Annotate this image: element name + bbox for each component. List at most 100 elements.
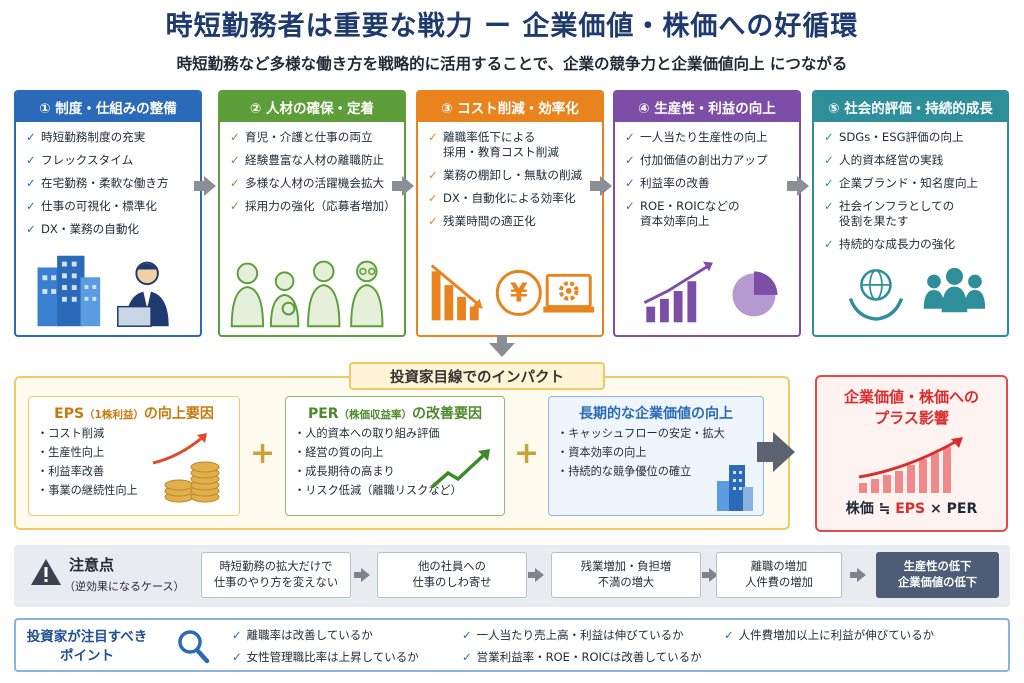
- per-title-small: （株価収益率）: [338, 409, 413, 421]
- arrow-down-icon: [489, 335, 515, 357]
- page-title: 時短勤務者は重要な戦力 ー 企業価値・株価への好循環: [165, 11, 859, 42]
- list-item: ・利益率改善: [37, 465, 105, 478]
- list-item: 在宅勤務・柔軟な働き方: [26, 176, 192, 191]
- eps-box: EPS（1株利益）の向上要因 ・コスト削減 ・生産性向上 ・利益率改善 ・事業の…: [28, 396, 240, 516]
- arrow-right-icon: [702, 568, 718, 582]
- plus-sign: +: [250, 436, 276, 471]
- result-box: 企業価値・株価へのプラス影響 株価 ≒ EPS × PER: [815, 375, 1008, 532]
- page-subtitle: 時短勤務など多様な働き方を戦略的に活用することで、企業の競争力と企業価値向上 に…: [176, 55, 848, 73]
- warning-icon: [31, 559, 61, 585]
- long-term-heading: 長期的な企業価値の向上: [579, 406, 733, 422]
- formula-per: PER: [946, 501, 978, 517]
- list-item: ・経営の質の向上: [294, 446, 384, 459]
- office-building-and-worker-icon: [37, 255, 169, 327]
- arrow-right-icon: [528, 568, 544, 582]
- column-heading: ① 制度・仕組みの整備: [16, 92, 200, 122]
- arrow-right-icon: [590, 176, 612, 196]
- investor-title: 投資家が注目すべきポイント: [22, 628, 152, 666]
- list-item: 人的資本経営の実践: [824, 153, 999, 168]
- caution-heading: 注意点 （逆効果になるケース）: [14, 545, 192, 607]
- list-item: DX・自動化による効率化: [428, 191, 594, 206]
- formula-times: ×: [930, 501, 942, 517]
- arrow-right-icon: [354, 568, 370, 582]
- column-social: ⑤ 社会的評価・持続的成長 SDGs・ESG評価の向上 人的資本経営の実践 企業…: [812, 90, 1009, 337]
- list-item: ・事業の継続性向上: [37, 484, 138, 497]
- arrow-right-icon: [787, 176, 809, 196]
- formula-approx: ≒: [878, 501, 891, 517]
- city-buildings-icon: [717, 465, 753, 511]
- caution-step: 他の社員への 仕事のしわ寄せ: [377, 552, 527, 598]
- eps-title-suffix: の向上要因: [143, 406, 214, 422]
- trend-up-icon: [430, 449, 490, 489]
- column-cost: ③ コスト削減・効率化 離職率低下による 採用・教育コスト削減 業務の棚卸し・無…: [416, 90, 604, 337]
- column-heading: ④ 生産性・利益の向上: [615, 92, 799, 122]
- check-item: 一人当たり売上高・利益は伸びているか: [462, 627, 684, 643]
- list-item: 利益率の改善: [625, 176, 791, 191]
- result-title-line2: プラス影響: [874, 409, 949, 427]
- list-item: ・コスト削減: [37, 427, 105, 440]
- column-productivity: ④ 生産性・利益の向上 一人当たり生産性の向上 付加価値の創出力アップ 利益率の…: [613, 90, 801, 337]
- list-item: ROE・ROICなどの 資本効率向上: [625, 199, 791, 229]
- column-system: ① 制度・仕組みの整備 時短勤務制度の充実 フレックスタイム 在宅勤務・柔軟な働…: [14, 90, 202, 337]
- list-item: 付加価値の創出力アップ: [625, 153, 791, 168]
- arrow-right-icon: [850, 568, 866, 582]
- caution-step: 時短勤務の拡大だけで 仕事のやり方を変えない: [201, 552, 351, 598]
- list-item: 仕事の可視化・標準化: [26, 199, 192, 214]
- column-heading: ⑤ 社会的評価・持続的成長: [814, 92, 1007, 122]
- list-item: SDGs・ESG評価の向上: [824, 130, 999, 145]
- impact-label: 投資家目線でのインパクト: [349, 362, 605, 390]
- list-item: 業務の棚卸し・無駄の削減: [428, 168, 594, 183]
- magnifier-icon: [178, 630, 210, 664]
- check-item: 営業利益率・ROE・ROICは改善しているか: [462, 649, 702, 665]
- investor-title-line1: 投資家が注目すべき: [26, 629, 148, 645]
- formula-price: 株価: [845, 501, 874, 517]
- column-talent: ② 人材の確保・定着 育児・介護と仕事の両立 経験豊富な人材の離職防止 多様な人…: [218, 90, 406, 337]
- list-item: フレックスタイム: [26, 153, 192, 168]
- investor-title-line2: ポイント: [60, 648, 114, 664]
- list-item: 一人当たり生産性の向上: [625, 130, 791, 145]
- list-item: ・資本効率の向上: [557, 446, 647, 459]
- plus-sign: +: [514, 436, 540, 471]
- caution-step: 離職の増加 人件費の増加: [716, 552, 842, 598]
- list-item: ・キャッシュフローの安定・拡大: [557, 427, 725, 440]
- list-item: ・持続的な競争優位の確立: [557, 465, 692, 478]
- check-item: 離職率は改善しているか: [232, 627, 373, 643]
- coins-growth-icon: [152, 433, 220, 503]
- formula: 株価 ≒ EPS × PER: [817, 498, 1006, 518]
- caution-subtitle: （逆効果になるケース）: [64, 580, 185, 593]
- cost-down-yen-gear-icon: ¥: [430, 264, 595, 321]
- list-item: ・生産性向上: [37, 446, 105, 459]
- growth-bars-icon: [858, 437, 963, 493]
- per-heading: PER（株価収益率）の改善要因: [294, 403, 496, 423]
- list-item: 社会インフラとしての 役割を果たす: [824, 199, 999, 229]
- list-item: 離職率低下による 採用・教育コスト削減: [428, 130, 594, 160]
- list-item: 経験豊富な人材の離職防止: [230, 153, 396, 168]
- arrow-right-icon: [194, 176, 216, 196]
- check-item: 人件費増加以上に利益が伸びているか: [724, 627, 935, 643]
- arrow-right-icon: [392, 176, 414, 196]
- svg-text:¥: ¥: [510, 278, 528, 308]
- list-item: ・成長期待の高まり: [294, 465, 395, 478]
- growth-chart-pie-icon: [643, 261, 778, 323]
- list-item: 残業時間の適正化: [428, 214, 594, 229]
- list-item: 採用力の強化（応募者増加）: [230, 199, 396, 214]
- list-item: 時短勤務制度の充実: [26, 130, 192, 145]
- globe-hands-people-icon: [848, 267, 986, 321]
- list-item: 多様な人材の活躍機会拡大: [230, 176, 396, 191]
- list-item: 企業ブランド・知名度向上: [824, 176, 999, 191]
- long-term-box: 長期的な企業価値の向上 ・キャッシュフローの安定・拡大 ・資本効率の向上 ・持続…: [548, 396, 764, 516]
- list-item: ・人的資本への取り組み評価: [294, 427, 440, 440]
- formula-eps: EPS: [895, 501, 926, 517]
- family-group-icon: [230, 260, 384, 328]
- list-item: DX・業務の自動化: [26, 222, 192, 237]
- eps-title: EPS: [54, 406, 85, 422]
- list-item: 持続的な成長力の強化: [824, 237, 999, 252]
- per-title-suffix: の改善要因: [412, 406, 483, 422]
- eps-heading: EPS（1株利益）の向上要因: [37, 403, 231, 423]
- arrow-right-icon: [757, 432, 795, 472]
- per-box: PER（株価収益率）の改善要因 ・人的資本への取り組み評価 ・経営の質の向上 ・…: [285, 396, 505, 516]
- result-title-line1: 企業価値・株価への: [843, 388, 979, 406]
- check-item: 女性管理職比率は上昇しているか: [232, 649, 419, 665]
- caution-title: 注意点: [69, 556, 115, 574]
- caution-step: 残業増加・負担増 不満の増大: [551, 552, 701, 598]
